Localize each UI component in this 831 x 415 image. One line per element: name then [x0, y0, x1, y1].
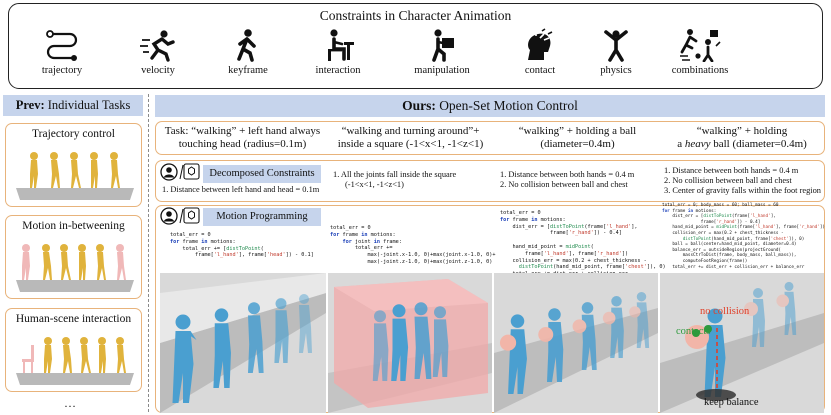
constraint-3-line1: 1. Distance between both hands = 0.4 m [500, 170, 635, 179]
interaction-label: interaction [315, 65, 361, 76]
keyframe-item: keyframe [203, 28, 293, 76]
physics-label: physics [600, 65, 632, 76]
keyframe-icon [237, 29, 256, 62]
manipulation-item: manipulation [397, 28, 487, 76]
render-4-svg [660, 273, 824, 413]
task-1-line2: touching head (radius=0.1m) [178, 138, 307, 150]
code-snippet-4: total_err = 0; body_mass = 60; ball_mass… [662, 203, 826, 270]
annotation-contacts: contacts [676, 326, 711, 337]
task-1-line1: Task: “walking” + left hand always [164, 125, 321, 137]
combinations-item: combinations [655, 28, 745, 76]
task-label-inbetweening: Motion in-betweening [22, 220, 125, 232]
task-card-inbetweening: Motion in-betweening [5, 215, 142, 299]
user-llm-icons-2 [160, 207, 200, 225]
task-2-line2: inside a square (-1<x<1, -1<z<1) [337, 138, 484, 150]
contact-icon [528, 28, 553, 60]
constraints-panel: Constraints in Character Animation traje… [8, 3, 823, 89]
prev-header-bold: Prev: [15, 98, 45, 112]
prev-header: Prev: Individual Tasks [3, 95, 143, 116]
ours-header: Ours: Open-Set Motion Control [155, 95, 825, 117]
constraint-3-line2: 2. No collision between ball and chest [500, 180, 628, 189]
task-card-trajectory: Trajectory control [5, 123, 142, 207]
task-4: “walking” + holding a heavy ball (diamet… [662, 125, 822, 151]
trajectory-icon [46, 30, 78, 61]
render-1-svg [160, 273, 326, 413]
interaction-item: interaction [293, 28, 383, 76]
code-snippet-3: total_err = 0 for frame in motions: dist… [500, 210, 666, 277]
task-card-scene-interaction: Human-scene interaction [5, 308, 142, 392]
manipulation-label: manipulation [414, 65, 470, 76]
render-panel-2 [328, 273, 492, 413]
constraints-title: Constraints in Character Animation [319, 8, 512, 23]
task-1: Task: “walking” + left hand always touch… [160, 125, 325, 151]
combinations-label: combinations [671, 65, 729, 76]
code-snippet-1: total_err = 0 for frame in motions: tota… [170, 232, 314, 259]
task-4-heavy: heavy [684, 138, 711, 150]
physics-icon [604, 30, 628, 62]
decomposed-constraints-chip: Decomposed Constraints [203, 165, 321, 183]
trajectory-scene [16, 152, 134, 200]
user-icon [160, 163, 178, 181]
annotation-keep-balance: keep balance [704, 397, 759, 408]
render-panel-4 [660, 273, 824, 413]
constraint-2-line1: 1. All the joints fall inside the square [333, 170, 457, 179]
inbetweening-scene [16, 244, 134, 292]
task-2: “walking and turning around”+ inside a s… [328, 125, 493, 151]
trajectory-item: trajectory [17, 28, 107, 76]
interaction-icon [328, 29, 354, 61]
constraint-3: 1. Distance between both hands = 0.4 m 2… [500, 170, 660, 190]
keyframe-label: keyframe [228, 65, 268, 76]
annotation-no-collision: no collision [700, 306, 750, 317]
task-4-line2b: ball (diameter=0.4m) [710, 138, 807, 150]
more-tasks-ellipsis: … [64, 396, 77, 410]
task-4-line2a: a [677, 138, 685, 150]
ours-header-bold: Ours: [402, 98, 436, 113]
velocity-label: velocity [141, 65, 175, 76]
constraint-2-line2: (-1<x<1, -1<z<1) [345, 180, 404, 189]
constraint-4-line3: 3. Center of gravity falls within the fo… [664, 186, 821, 195]
constraint-2: 1. All the joints fall inside the square… [333, 170, 493, 190]
scene-interaction-scene [16, 337, 134, 385]
task-4-line2: a heavy ball (diameter=0.4m) [662, 138, 822, 151]
render-panel-1 [160, 273, 326, 413]
task-row [155, 121, 825, 155]
render-3-svg [494, 273, 658, 413]
render-2-svg [328, 273, 492, 413]
task-3: “walking” + holding a ball (diameter=0.4… [495, 125, 660, 151]
code-snippet-2: total_err = 0 for frame in motions: for … [330, 225, 496, 265]
trajectory-label: trajectory [41, 65, 83, 76]
task-4-line1: “walking” + holding [696, 125, 788, 137]
physics-item: physics [571, 28, 661, 76]
task-3-line2: (diameter=0.4m) [540, 138, 615, 150]
prev-header-rest: Individual Tasks [44, 98, 131, 112]
task-3-line1: “walking” + holding a ball [518, 125, 637, 137]
velocity-item: velocity [113, 28, 203, 76]
contact-item: contact [495, 28, 585, 76]
section-divider [148, 94, 149, 412]
constraint-1: 1. Distance between left hand and head =… [162, 185, 320, 194]
llm-icon-2 [183, 207, 200, 224]
velocity-icon [140, 30, 175, 62]
task-label-trajectory: Trajectory control [32, 128, 115, 140]
render-panel-3 [494, 273, 658, 413]
motion-programming-chip: Motion Programming [203, 208, 321, 226]
llm-icon [183, 163, 200, 180]
manipulation-icon [432, 29, 454, 62]
contact-label: contact [524, 65, 556, 76]
constraint-4: 1. Distance between both hands = 0.4 m 2… [664, 166, 826, 196]
user-llm-icons-1 [160, 163, 200, 181]
constraint-4-line2: 2. No collision between ball and chest [664, 176, 792, 185]
ours-header-rest: Open-Set Motion Control [435, 98, 578, 113]
combinations-icon [680, 29, 721, 62]
constraint-4-line1: 1. Distance between both hands = 0.4 m [664, 166, 799, 175]
task-2-line1: “walking and turning around”+ [341, 125, 480, 137]
task-label-scene-interaction: Human-scene interaction [15, 313, 132, 325]
user-icon-2 [160, 207, 178, 225]
